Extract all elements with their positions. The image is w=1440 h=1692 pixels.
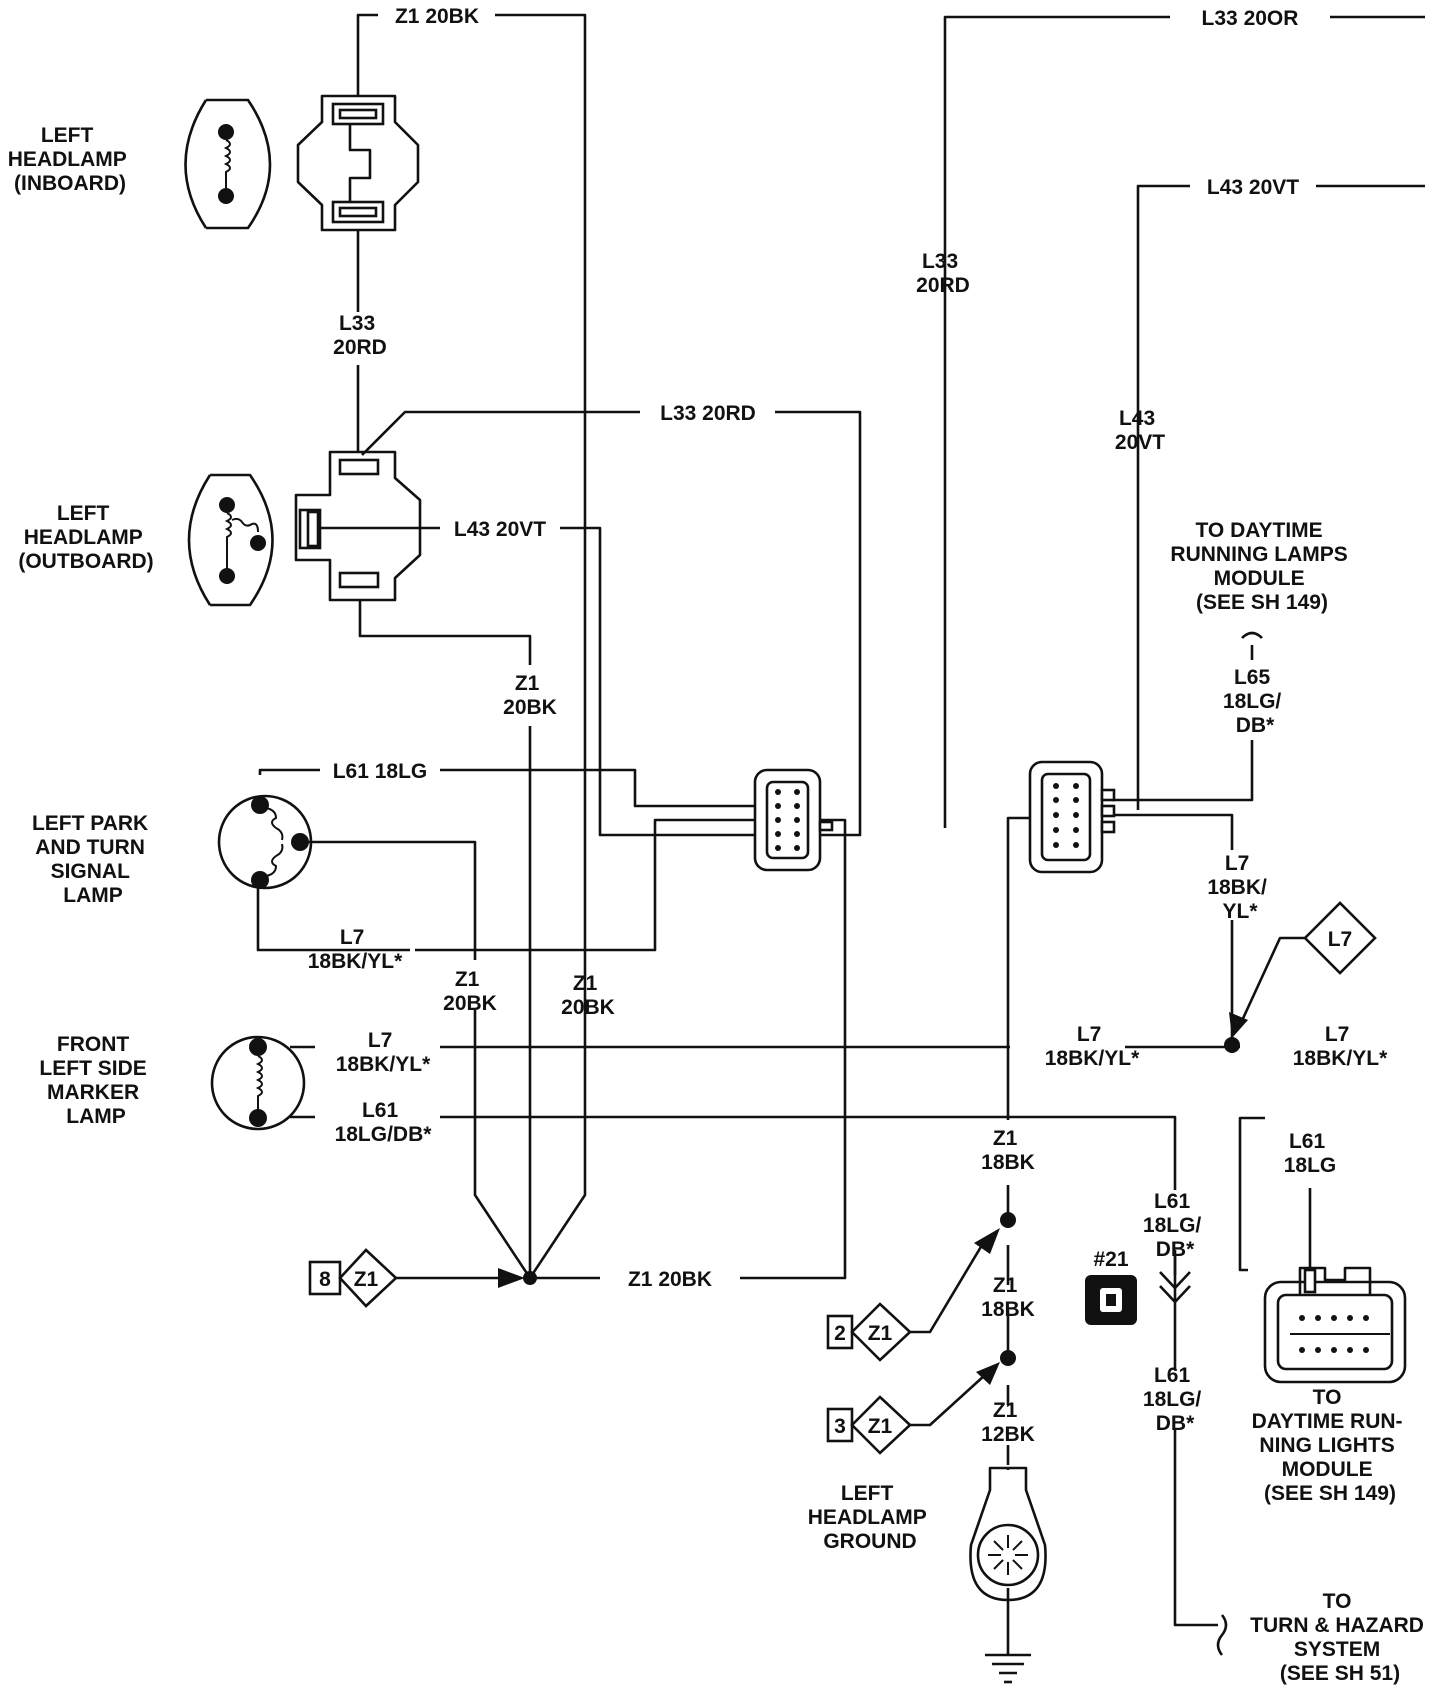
arrow-l7-head bbox=[1229, 1012, 1248, 1038]
connector-21-icon bbox=[1085, 1275, 1137, 1325]
connector-21-label: #21 bbox=[1093, 1248, 1128, 1271]
label-left-headlamp-outboard: LEFT HEADLAMP (OUTBOARD) bbox=[18, 502, 153, 573]
wire-l33-20or-top bbox=[943, 15, 1425, 828]
left-headlamp-inboard bbox=[184, 94, 420, 232]
front-left-side-marker bbox=[210, 1035, 306, 1131]
svg-text:Z1: Z1 bbox=[868, 1322, 893, 1345]
connector-center bbox=[753, 768, 834, 872]
wire-label-z1-20bk-top: Z1 20BK bbox=[395, 5, 479, 28]
wire-label-l33-20or-top: L33 20OR bbox=[1202, 7, 1299, 30]
wire-label-z1-20bk-outboard: Z1 20BK bbox=[503, 672, 557, 719]
label-front-left-side-marker: FRONT LEFT SIDE MARKER LAMP bbox=[39, 1033, 152, 1128]
connector-outboard bbox=[294, 450, 422, 602]
ref-tag-2: 2 Z1 bbox=[826, 1302, 912, 1362]
wire-l33-20rd-mid bbox=[361, 410, 862, 837]
arrow-ref8-head bbox=[498, 1268, 525, 1288]
wire-label-l7-right-end: L7 18BK/YL* bbox=[1293, 1023, 1388, 1070]
ground-bulb bbox=[969, 1466, 1047, 1602]
wire-label-l61-lower: L61 18LG/ DB* bbox=[1143, 1364, 1207, 1435]
wire-l61-18lg-right bbox=[1238, 1116, 1312, 1272]
arrow-ref2 bbox=[910, 1239, 987, 1334]
svg-text:L7: L7 bbox=[1328, 928, 1353, 951]
wire-z1-20bk-top bbox=[356, 13, 587, 1279]
arrow-ref3-head bbox=[976, 1362, 1000, 1385]
wire-label-l33-20rd-right: L33 20RD bbox=[916, 250, 970, 297]
wire-label-l61-marker: L61 18LG/DB* bbox=[335, 1099, 433, 1146]
wire-z1-outboard bbox=[358, 600, 532, 1278]
label-left-park-turn-lamp: LEFT PARK AND TURN SIGNAL LAMP bbox=[32, 812, 154, 907]
splice-dot-left bbox=[523, 1271, 537, 1285]
label-left-headlamp-ground: LEFT HEADLAMP GROUND bbox=[808, 1482, 932, 1553]
ground-icon bbox=[985, 1653, 1031, 1684]
arrow-l7-ref bbox=[1238, 936, 1305, 1026]
wire-z1-splice bbox=[530, 818, 847, 1280]
ref-tag-l7: L7 bbox=[1303, 901, 1377, 975]
wire-break-l65 bbox=[1241, 631, 1263, 639]
left-headlamp-outboard bbox=[187, 450, 422, 607]
wire-label-l33-20rd-inboard: L33 20RD bbox=[333, 312, 387, 359]
arrow-ref2-head bbox=[974, 1228, 1000, 1254]
connector-inboard bbox=[296, 94, 420, 232]
wire-l61-park bbox=[258, 768, 755, 808]
inline-connector bbox=[1159, 1271, 1191, 1304]
wire-label-l61-18lg-right: L61 18LG bbox=[1284, 1130, 1337, 1177]
splice-dot-z1-b bbox=[1000, 1350, 1016, 1366]
wire-label-z1-12bk: Z1 12BK bbox=[981, 1399, 1035, 1446]
wire-park-z1 bbox=[300, 840, 532, 1279]
svg-text:3: 3 bbox=[834, 1415, 846, 1438]
svg-text:Z1: Z1 bbox=[354, 1268, 379, 1291]
wire-label-l43-20vt-top: L43 20VT bbox=[1207, 176, 1299, 199]
splice-dot-z1-a bbox=[1000, 1212, 1016, 1228]
splice-dot-l7 bbox=[1224, 1037, 1240, 1053]
drl-module-connector bbox=[1263, 1266, 1407, 1384]
wire-l65 bbox=[1112, 645, 1254, 802]
wire-label-z1-20bk-b: Z1 20BK bbox=[561, 972, 615, 1019]
connector-right bbox=[1028, 760, 1116, 874]
wire-label-z1-20bk-a: Z1 20BK bbox=[443, 968, 497, 1015]
wire-label-l61-upper: L61 18LG/ DB* bbox=[1143, 1190, 1207, 1261]
wires bbox=[256, 13, 1425, 1655]
label-left-headlamp-inboard: LEFT HEADLAMP (INBOARD) bbox=[8, 124, 132, 195]
label-to-drl-module-bottom: TO DAYTIME RUN- NING LIGHTS MODULE (SEE … bbox=[1252, 1386, 1409, 1505]
wire-label-z1-18bk-a: Z1 18BK bbox=[981, 1127, 1035, 1174]
arrow-ref3 bbox=[910, 1374, 986, 1427]
wire-label-l65: L65 18LG/ DB* bbox=[1223, 666, 1287, 737]
wire-z1-right bbox=[1006, 816, 1030, 1465]
wire-label-l7-right-mid: L7 18BK/YL* bbox=[1045, 1023, 1140, 1070]
wire-label-z1-20bk-splice: Z1 20BK bbox=[628, 1268, 712, 1291]
label-to-drl-module-top: TO DAYTIME RUNNING LAMPS MODULE (SEE SH … bbox=[1170, 519, 1353, 614]
wire-l7-park bbox=[256, 818, 760, 952]
wire-break-turn bbox=[1216, 1614, 1228, 1656]
label-to-turn-hazard: TO TURN & HAZARD SYSTEM (SEE SH 51) bbox=[1250, 1590, 1430, 1685]
wire-l61-lower bbox=[1173, 1255, 1218, 1627]
wire-right-lower bbox=[1112, 813, 1234, 1045]
wire-label-l7-park: L7 18BK/YL* bbox=[308, 926, 403, 973]
wire-label-z1-18bk-b: Z1 18BK bbox=[981, 1274, 1035, 1321]
wire-l43-20vt-top bbox=[1136, 184, 1425, 810]
wire-label-l7-marker: L7 18BK/YL* bbox=[336, 1029, 431, 1076]
wire-label-l7-right-vert: L7 18BK/ YL* bbox=[1207, 852, 1272, 923]
wire-label-l43-20vt-mid: L43 20VT bbox=[454, 518, 546, 541]
ref-tag-8: 8 Z1 bbox=[308, 1248, 398, 1308]
wire-label-l61-park: L61 18LG bbox=[333, 760, 428, 783]
svg-text:Z1: Z1 bbox=[868, 1415, 893, 1438]
left-park-turn-lamp bbox=[217, 794, 313, 890]
ref-tag-3: 3 Z1 bbox=[826, 1395, 912, 1455]
svg-text:8: 8 bbox=[319, 1268, 331, 1291]
wire-label-l33-20rd-mid: L33 20RD bbox=[660, 402, 756, 425]
svg-text:2: 2 bbox=[834, 1322, 846, 1345]
wire-label-l43-20vt-right: L43 20VT bbox=[1115, 407, 1165, 454]
